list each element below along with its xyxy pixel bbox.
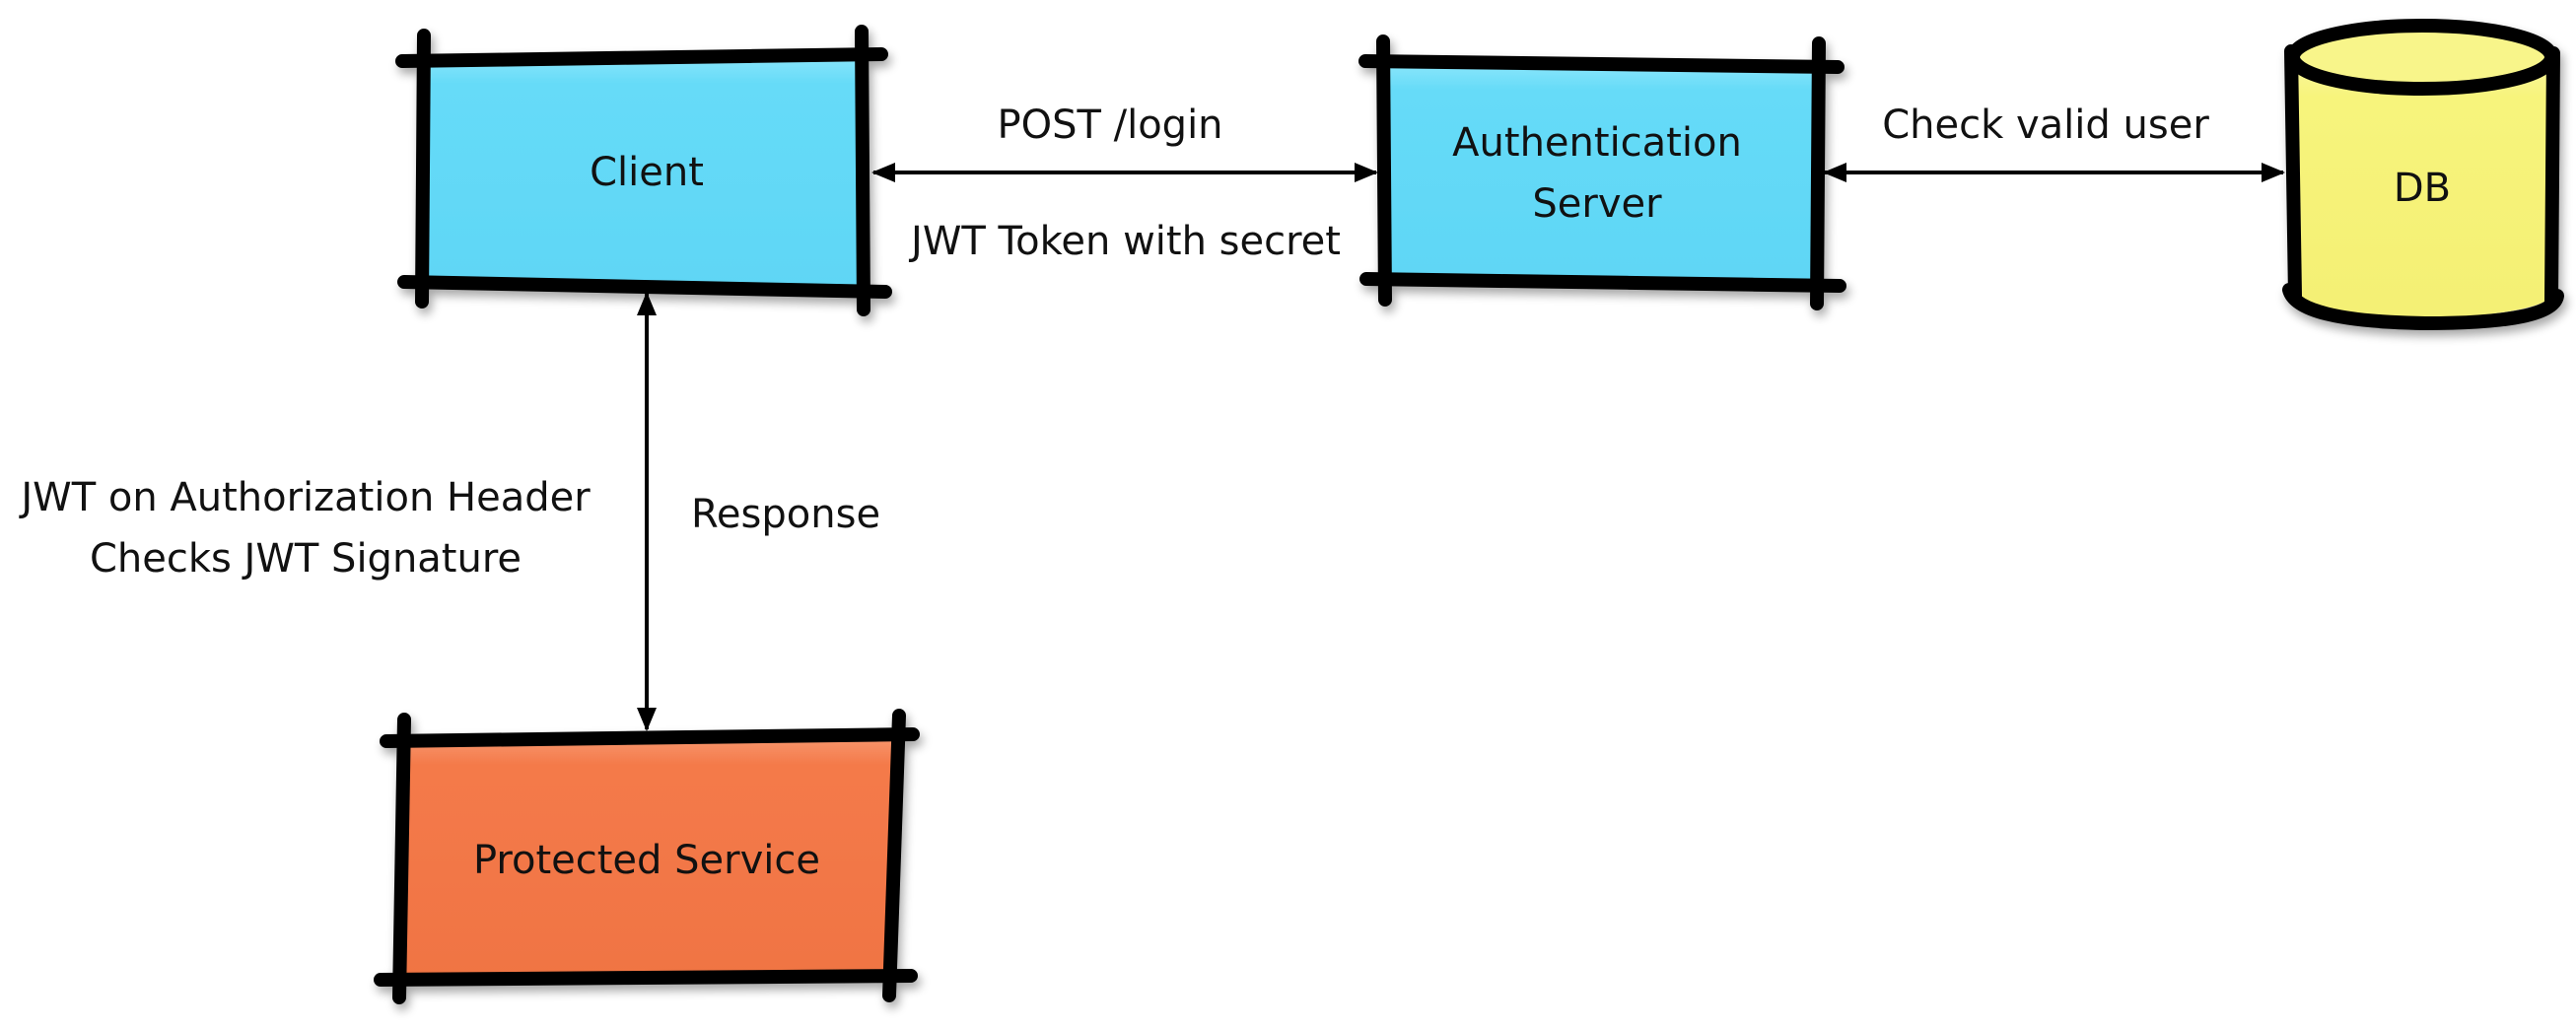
protected-service-box-fill bbox=[399, 735, 899, 980]
db-cylinder-top bbox=[2286, 19, 2558, 96]
check-valid-user-label: Check valid user bbox=[1882, 103, 2209, 148]
db-label: DB bbox=[2394, 166, 2451, 211]
jwt-token-label: JWT Token with secret bbox=[908, 219, 1341, 264]
auth-server-node bbox=[1358, 34, 1846, 310]
protected-service-label: Protected Service bbox=[473, 838, 820, 883]
auth-server-label-line2: Server bbox=[1532, 181, 1662, 227]
jwt-signature-label-line2: Checks JWT Signature bbox=[90, 536, 522, 582]
client-node bbox=[395, 25, 892, 316]
db-node bbox=[2282, 19, 2564, 330]
auth-server-label-line1: Authentication bbox=[1452, 120, 1742, 166]
client-box-fill bbox=[424, 55, 862, 289]
db-cylinder-body bbox=[2292, 57, 2551, 318]
auth-server-box-fill bbox=[1383, 63, 1819, 285]
jwt-header-label-line1: JWT on Authorization Header bbox=[18, 475, 591, 520]
protected-service-node bbox=[374, 709, 920, 1004]
response-label: Response bbox=[691, 492, 880, 537]
post-login-label: POST /login bbox=[997, 103, 1222, 148]
client-label: Client bbox=[590, 150, 704, 195]
